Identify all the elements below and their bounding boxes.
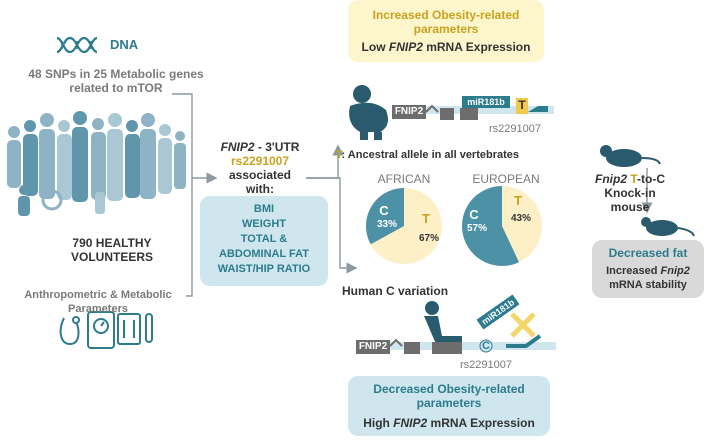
top-box-line3-pre: Low	[361, 40, 389, 54]
top-box-line3-gene: FNIP2	[388, 40, 423, 54]
snps-text: 48 SNPs in 25 Metabolic genes related to…	[0, 67, 232, 95]
mouse-icon	[600, 145, 661, 167]
volunteers-line1: 790 HEALTHY	[72, 236, 152, 250]
obese-person-icon	[349, 85, 388, 140]
trait-abdominal-fat: ABDOMINAL FAT	[218, 248, 310, 260]
top-box-line3-post: mRNA Expression	[422, 40, 531, 54]
european-pie-chart	[462, 185, 542, 266]
right-box-line2-pre: Increased	[606, 265, 661, 277]
fnip2-snp: rs2291007	[230, 154, 290, 168]
top-allele-label: T	[518, 98, 526, 112]
human-c-text: Human C variation	[342, 284, 449, 298]
trait-total: TOTAL &	[240, 233, 288, 245]
blocked-cross-icon	[510, 312, 536, 338]
fnip2-suffix: - 3'UTR	[254, 140, 300, 154]
anthropometric-line1: Anthropometric & Metabolic	[24, 289, 172, 301]
african-label: AFRICAN	[377, 172, 431, 186]
top-gene-label: FNIP2	[394, 106, 424, 117]
right-box-line2: Increased Fnip2	[592, 264, 704, 278]
trait-waist-hip: WAIST/HIP RATIO	[217, 263, 311, 275]
mouse-text: Fnip2 T-to-C Knock-in mouse	[586, 172, 674, 214]
european-c-slice	[462, 185, 520, 266]
snps-line1: 48 SNPs in 25 Metabolic genes	[28, 67, 204, 81]
bottom-box-line3-post: mRNA Expression	[427, 416, 535, 430]
top-box-line2: parameters	[413, 22, 479, 36]
bottom-box-line1: Decreased Obesity-related	[373, 382, 525, 396]
volunteers-text: 790 HEALTHY VOLUNTEERS	[32, 236, 192, 264]
bottom-allele-label: C	[482, 340, 490, 352]
volunteers-line2: VOLUNTEERS	[70, 250, 153, 264]
stethoscope-icon	[59, 317, 80, 346]
snps-line2: related to mTOR	[69, 81, 163, 95]
bottom-box-line3: High FNIP2 mRNA Expression	[348, 416, 550, 430]
mouse-gene: Fnip2	[595, 172, 627, 186]
people-crowd-icon	[7, 111, 186, 216]
african-c-pct: 33%	[376, 219, 397, 230]
trait-weight: WEIGHT	[242, 218, 286, 230]
traits-list: BMI WEIGHT TOTAL & ABDOMINAL FAT WAIST/H…	[200, 202, 328, 277]
bottom-box-line2: parameters	[416, 396, 482, 410]
measuring-icon	[117, 313, 141, 345]
knock-in-mouse-icon	[641, 217, 695, 237]
dna-icon	[56, 36, 98, 54]
test-tube-icon	[145, 313, 153, 343]
right-box-line2-gene: Fnip2	[660, 265, 690, 277]
fnip2-association: FNIP2 - 3'UTR rs2291007 associated with:	[212, 140, 308, 196]
anthropometric-line2: Parameters	[68, 303, 128, 315]
ancestral-label: : Ancestral allele in all vertebrates	[341, 149, 520, 161]
ancestral-text: T: Ancestral allele in all vertebrates	[336, 148, 566, 162]
scale-icon	[87, 311, 115, 349]
right-result-box: Decreased fat Increased Fnip2 mRNA stabi…	[592, 240, 704, 298]
bottom-box-line3-gene: FNIP2	[393, 416, 428, 430]
mouse-line3: mouse	[610, 200, 650, 214]
top-mirna-label: miR181b	[462, 96, 510, 108]
african-t-label: T	[422, 211, 430, 226]
dna-label: DNA	[110, 37, 139, 52]
fnip2-line4: with:	[246, 182, 274, 196]
fnip2-line3: associated	[228, 168, 292, 182]
right-box-line3: mRNA stability	[609, 279, 687, 291]
trait-bmi: BMI	[253, 203, 275, 215]
top-box-line3: Low FNIP2 mRNA Expression	[348, 40, 544, 54]
bottom-gene-diagram	[356, 294, 556, 354]
anthropometric-text: Anthropometric & Metabolic Parameters	[0, 288, 196, 316]
bottom-box-line3-pre: High	[363, 416, 394, 430]
african-c-slice	[366, 188, 404, 245]
african-c-label: C	[379, 203, 389, 218]
bottom-gene-label: FNIP2	[358, 341, 388, 352]
european-label: EUROPEAN	[472, 172, 540, 186]
mouse-rest: -to-C	[637, 172, 665, 186]
european-t-pct: 43%	[510, 213, 531, 224]
ancestral-allele: T	[336, 149, 342, 161]
african-pie-chart	[366, 188, 442, 264]
mouse-line2: Knock-in	[604, 186, 656, 200]
mouse-t: T	[627, 172, 638, 186]
bottom-snp-label: rs2291007	[460, 359, 512, 371]
traits-box: BMI WEIGHT TOTAL & ABDOMINAL FAT WAIST/H…	[200, 196, 328, 286]
medical-icons	[59, 311, 153, 349]
european-c-pct: 57%	[466, 223, 487, 234]
african-t-pct: 67%	[418, 233, 439, 244]
top-snp-label: rs2291007	[489, 123, 541, 135]
european-c-label: C	[469, 207, 479, 222]
bottom-result-box: Decreased Obesity-related parameters Hig…	[348, 376, 550, 436]
top-gene-diagram	[392, 98, 554, 120]
european-t-label: T	[514, 193, 522, 208]
top-box-line1: Increased Obesity-related	[372, 8, 520, 22]
right-box-line1: Decreased fat	[608, 246, 688, 260]
top-result-box: Increased Obesity-related parameters Low…	[348, 0, 544, 62]
fnip2-gene: FNIP2	[220, 140, 255, 154]
